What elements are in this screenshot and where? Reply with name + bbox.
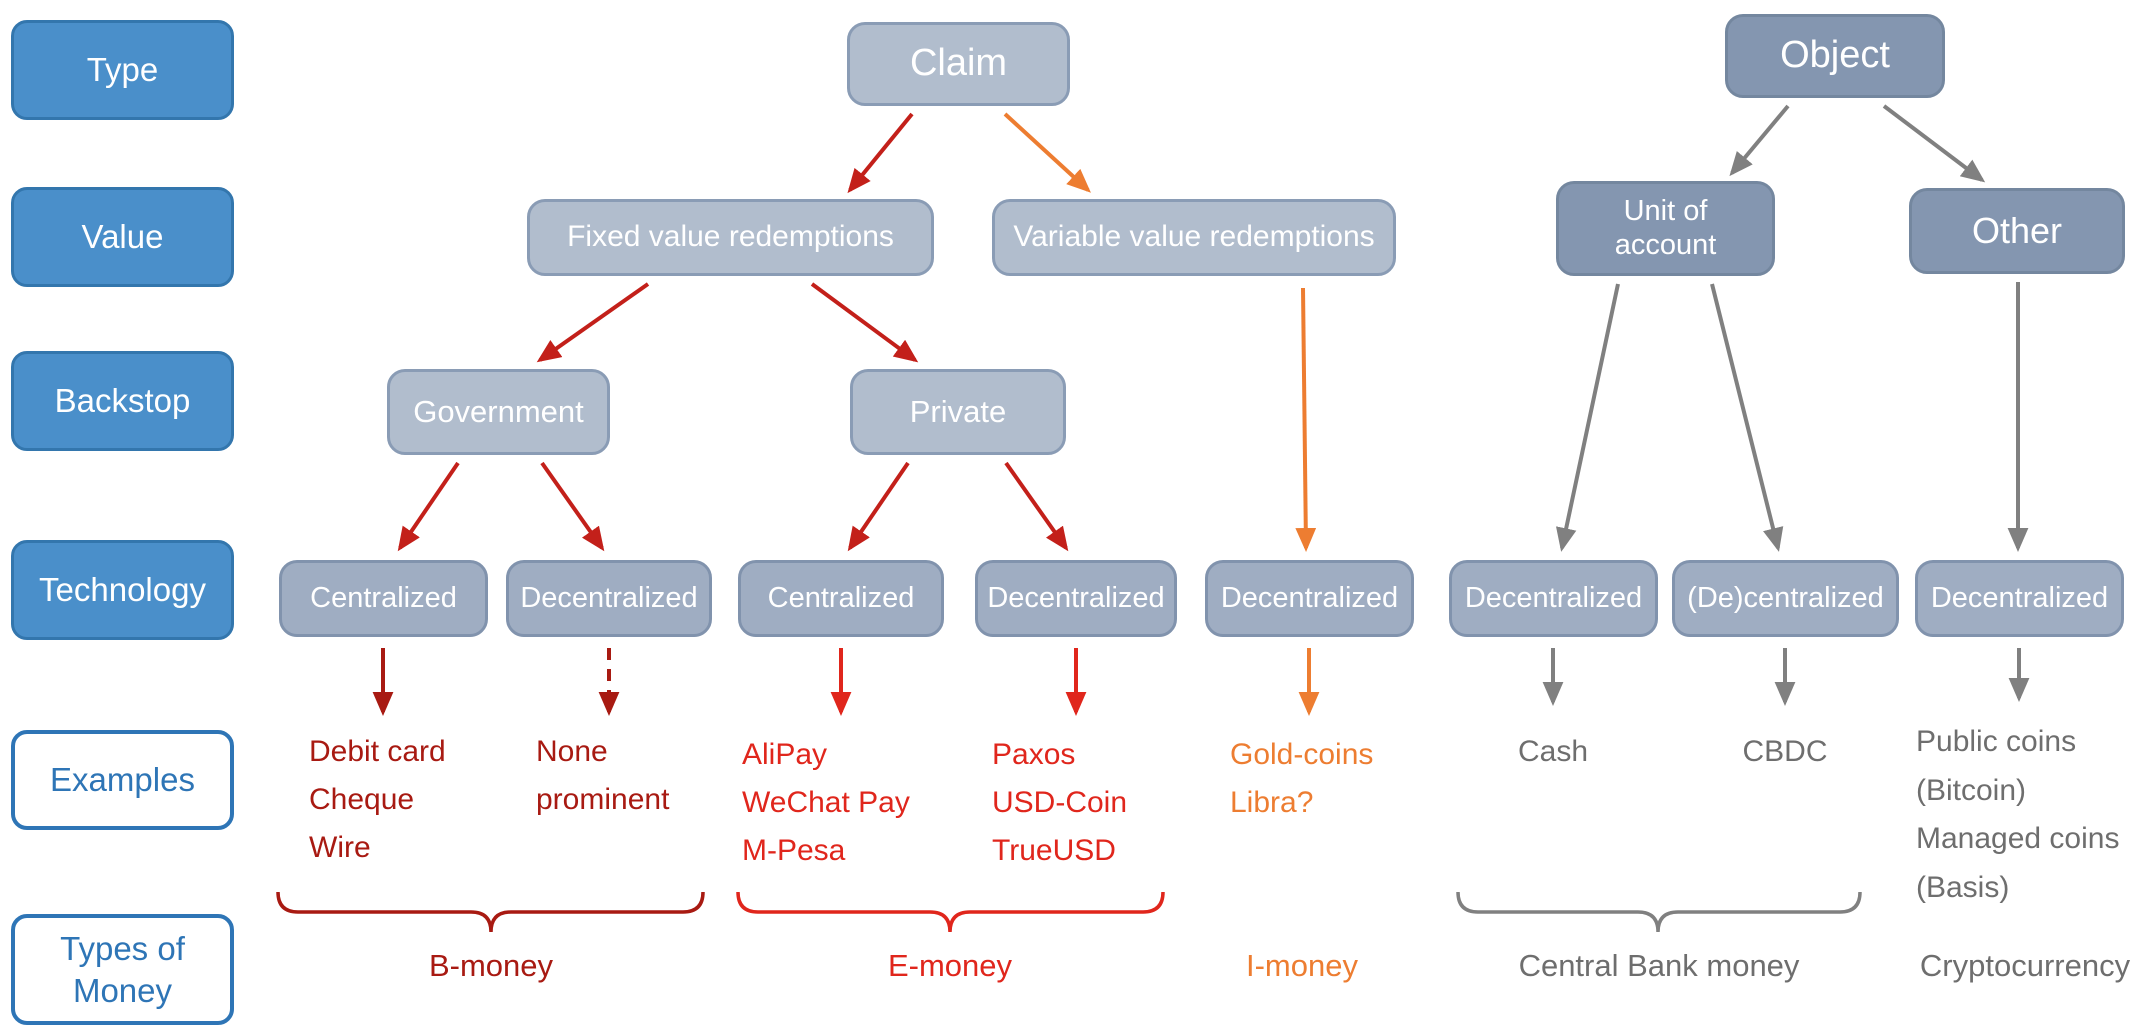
money-type-cryptocurrency: Cryptocurrency [1919, 948, 2131, 983]
example-e-centralized: AliPay WeChat Pay M-Pesa [742, 738, 910, 867]
brace-b-money [276, 891, 705, 933]
example-cbdc: CBDC [1742, 735, 1828, 768]
node-government: Government [387, 369, 610, 455]
node-object: Object [1725, 14, 1945, 98]
row-label-technology: Technology [11, 540, 234, 640]
brace-e-money [736, 891, 1165, 933]
example-cryptocurrency: Public coins (Bitcoin) Managed coins (Ba… [1916, 725, 2120, 904]
arrow-government-to-decentralized [540, 461, 605, 552]
row-label-types-of-money: Types of Money [11, 914, 234, 1025]
node-other: Other [1909, 188, 2125, 274]
node-decentralized-government: Decentralized [506, 560, 712, 637]
arrow-variable-to-decentralized [1295, 287, 1317, 552]
brace-central-bank-money [1456, 891, 1862, 933]
arrow-private-to-centralized [847, 461, 910, 552]
arrow-fixed-to-government [536, 282, 650, 363]
node-claim: Claim [847, 22, 1070, 106]
row-label-type: Type [11, 20, 234, 120]
arrow-object-to-unit-of-account [1729, 104, 1790, 177]
row-label-examples: Examples [11, 730, 234, 830]
arrow-uoa-to-decentralized2 [1710, 283, 1784, 552]
row-label-value: Value [11, 187, 234, 287]
arrow-object-to-other [1882, 104, 1986, 183]
arrow-government-to-centralized [397, 461, 460, 552]
example-i-money: Gold-coins Libra? [1230, 738, 1374, 819]
example-b-centralized: Debit card Cheque Wire [309, 735, 446, 864]
arrow-claim-to-fixed [847, 112, 914, 194]
arrow-uoa-to-decentralized [1555, 283, 1620, 552]
money-type-i-money: I-money [1246, 948, 1358, 983]
arrow-private-to-decentralized [1004, 461, 1069, 552]
node-centralized-private: Centralized [738, 560, 944, 637]
money-type-b-money: B-money [428, 948, 554, 983]
node-decentralized-uoa: Decentralized [1449, 560, 1658, 637]
node-fixed-value-redemptions: Fixed value redemptions [527, 199, 934, 276]
node-decentralized-variable: Decentralized [1205, 560, 1414, 637]
node-unit-of-account: Unit of account [1556, 181, 1775, 276]
money-type-central-bank-money: Central Bank money [1518, 948, 1800, 983]
money-type-e-money: E-money [887, 948, 1013, 983]
row-label-backstop: Backstop [11, 351, 234, 451]
example-cash: Cash [1517, 735, 1589, 768]
example-b-decentralized: None prominent [536, 735, 670, 816]
example-e-decentralized: Paxos USD-Coin TrueUSD [992, 738, 1128, 867]
node-decentralized-private: Decentralized [975, 560, 1177, 637]
node-centralized-government: Centralized [279, 560, 488, 637]
node-private: Private [850, 369, 1066, 455]
arrow-claim-to-variable [1003, 112, 1091, 193]
node-decentralized-other: Decentralized [1915, 560, 2124, 637]
arrow-fixed-to-private [810, 282, 919, 363]
node-variable-value-redemptions: Variable value redemptions [992, 199, 1396, 276]
node-decentralized-uoa2: (De)centralized [1672, 560, 1899, 637]
